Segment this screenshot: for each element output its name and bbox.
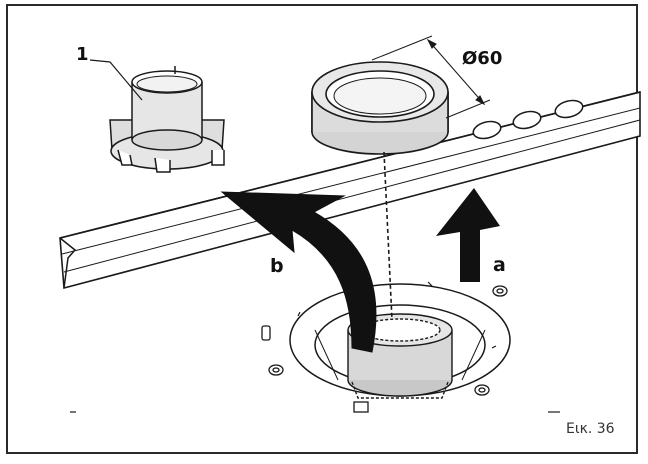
diameter-label: Ø60 bbox=[462, 48, 503, 69]
part-number-label: 1 bbox=[76, 44, 89, 65]
gasket-ring bbox=[311, 61, 449, 155]
figure-number: Εικ. 36 bbox=[566, 421, 615, 437]
leader-line-1 bbox=[89, 59, 143, 101]
alignment-dashed-line bbox=[383, 151, 393, 321]
duct-end bbox=[59, 237, 77, 289]
diameter-dimension bbox=[371, 35, 491, 119]
arrow-a bbox=[436, 188, 500, 282]
arrow-b bbox=[220, 191, 377, 353]
duct-holes bbox=[472, 99, 584, 140]
step-a-label: a bbox=[493, 254, 506, 276]
base-screws bbox=[261, 285, 508, 413]
step-b-label: b bbox=[270, 255, 284, 277]
small-marks bbox=[70, 281, 560, 413]
flue-duct bbox=[59, 90, 641, 290]
adapter-part-1 bbox=[109, 66, 225, 173]
